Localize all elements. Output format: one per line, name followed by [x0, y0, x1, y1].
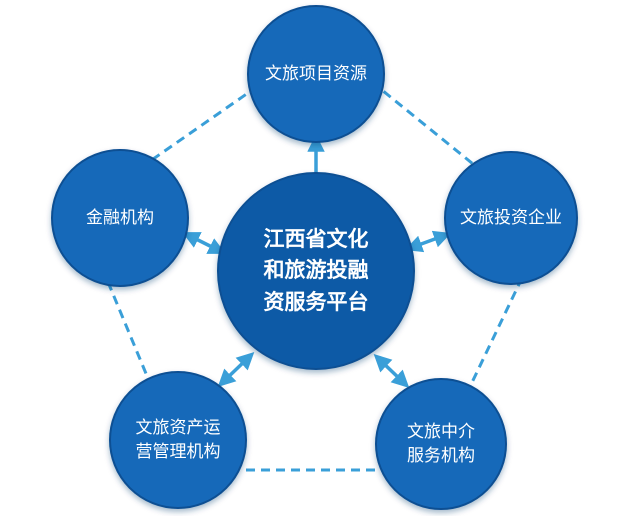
arrow-center-bottomleft: [217, 351, 255, 388]
node-group: [51, 5, 578, 510]
arrow-center-bottomright: [373, 353, 410, 389]
node-tourism-investment-enterprises: [444, 151, 578, 285]
ring-link-left-bottomleft: [106, 281, 154, 389]
ring-connectors: [106, 80, 524, 472]
ring-link-top-right: [371, 80, 479, 170]
arrow-center-right: [404, 230, 452, 253]
node-tourism-project-resources: [247, 5, 385, 143]
center-platform-node: [217, 172, 415, 370]
arrow-center-left: [182, 232, 226, 254]
ring-link-right-bottomright: [464, 277, 524, 396]
node-tourism-intermediary-services: [375, 378, 507, 510]
node-financial-institutions: [51, 149, 189, 287]
ring-link-top-left: [145, 84, 259, 166]
node-tourism-asset-operation: [109, 371, 247, 509]
